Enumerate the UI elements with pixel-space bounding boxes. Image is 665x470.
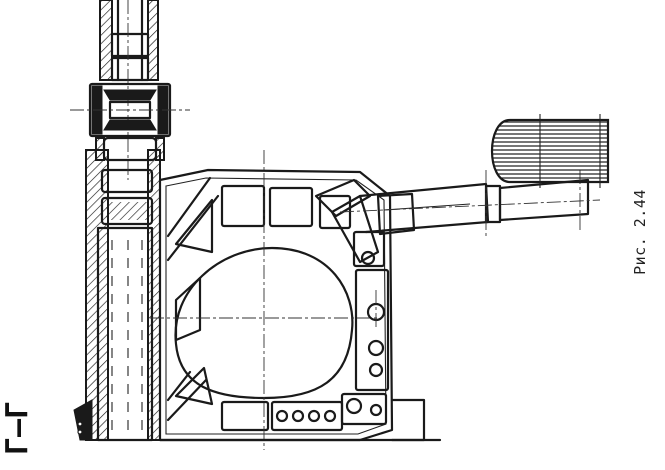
upper-tube: [99, 0, 159, 180]
handle-knob: [491, 114, 610, 188]
coupling-assembly: [70, 82, 190, 162]
main-housing: [73, 150, 442, 450]
figure-caption: Рис. 2.44: [631, 189, 649, 275]
left-column: [85, 149, 161, 442]
section-label: Г–Г: [0, 400, 36, 456]
lever-linkage: [314, 170, 601, 266]
